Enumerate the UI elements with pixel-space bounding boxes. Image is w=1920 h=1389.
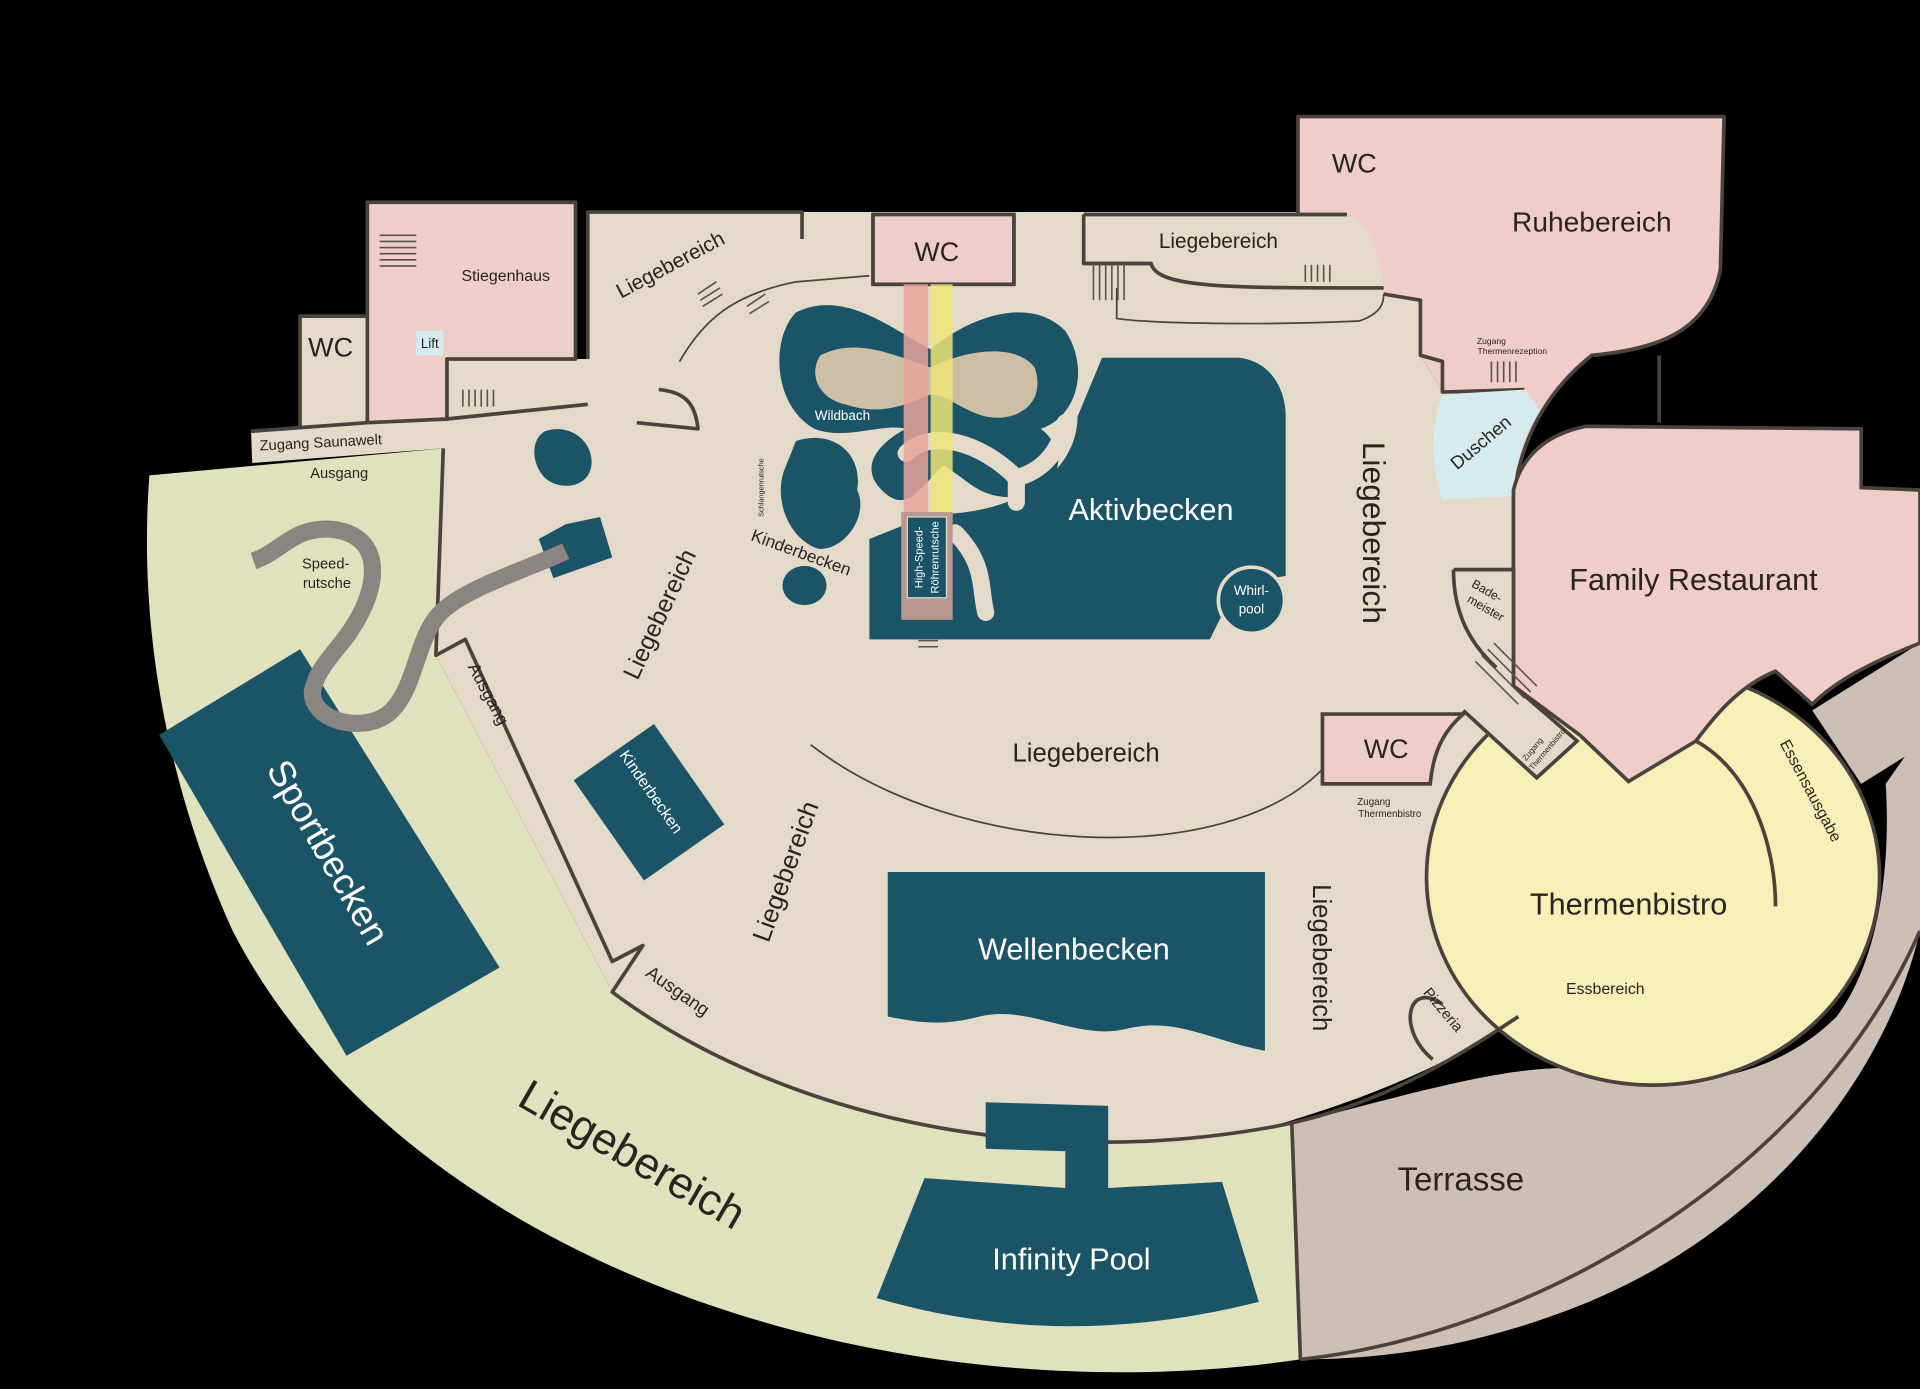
label-terrasse: Terrasse (1397, 1162, 1524, 1199)
label-ruhebereich: Ruhebereich (1512, 207, 1672, 238)
label-ausgang-top: Ausgang (310, 466, 368, 482)
label-wc-bistro: WC (1364, 734, 1409, 764)
high-speed-slide-yellow[interactable] (930, 284, 953, 517)
bademeister-room[interactable] (1451, 567, 1580, 781)
label-lift: Lift (421, 336, 439, 351)
label-wildbach: Wildbach (815, 408, 870, 423)
label-roehrenrutsche: Röhrenrutsche (929, 521, 941, 593)
label-high-speed: High-Speed- (913, 526, 925, 588)
kinderbecken-pool-small[interactable] (782, 565, 827, 606)
label-infinity-pool: Infinity Pool (992, 1243, 1150, 1277)
label-liegebereich-top: Liegebereich (1159, 230, 1278, 253)
outer-walkway (1812, 643, 1920, 784)
lift[interactable] (416, 330, 444, 356)
slide-label-box (906, 516, 948, 599)
label-aktivbecken: Aktivbecken (1068, 493, 1233, 527)
whirlpool[interactable] (1216, 565, 1287, 636)
stairs-icon (379, 234, 1538, 705)
label-zugang-bistro-2: Thermenbistro (1358, 809, 1422, 820)
label-wc-top: WC (914, 237, 959, 267)
label-stiegenhaus: Stiegenhaus (461, 268, 549, 285)
family-restaurant-room[interactable] (1511, 424, 1920, 784)
label-zugang-bistro: Zugang (1357, 797, 1390, 808)
wc-bistro-room[interactable] (1320, 712, 1469, 786)
label-wc-ruhe: WC (1332, 149, 1377, 179)
label-liegebereich-right: Liegebereich (1356, 442, 1392, 624)
infinity-pool[interactable] (876, 1102, 1259, 1327)
kinderbecken-pool-top[interactable] (780, 437, 861, 549)
label-thermenbistro: Thermenbistro (1530, 887, 1727, 921)
kinderbecken-pool[interactable] (573, 724, 725, 881)
terrace[interactable] (1291, 734, 1920, 1360)
label-pool: pool (1239, 602, 1264, 617)
label-zugang-rezeption: Zugang (1477, 336, 1506, 346)
ruhebereich-room[interactable] (1297, 116, 1725, 500)
label-liegebereich-lower-right: Liegebereich (1307, 884, 1335, 1031)
high-speed-slide-pink[interactable] (903, 284, 929, 517)
label-family-restaurant: Family Restaurant (1569, 563, 1818, 597)
label-rutsche: rutsche (303, 576, 351, 592)
sportbecken-pool[interactable] (159, 649, 500, 1056)
label-zugang-saunawelt: Zugang Saunawelt (259, 432, 382, 454)
small-pool[interactable] (534, 429, 592, 486)
label-speed: Speed- (302, 557, 349, 573)
label-whirl: Whirl- (1234, 583, 1269, 598)
label-wc-left: WC (308, 332, 353, 362)
wellenbecken-pool[interactable] (887, 872, 1265, 1051)
label-schlangenrutsche: Schlangenrutsche (757, 458, 766, 517)
label-liegebereich-center: Liegebereich (1013, 739, 1160, 767)
label-essbereich: Essbereich (1566, 981, 1645, 998)
label-wellenbecken: Wellenbecken (978, 933, 1170, 967)
duschen-room[interactable] (1433, 389, 1541, 500)
speedrutsche-track[interactable] (250, 520, 570, 732)
label-zugang-rezeption-2: Thermenrezeption (1477, 346, 1547, 356)
